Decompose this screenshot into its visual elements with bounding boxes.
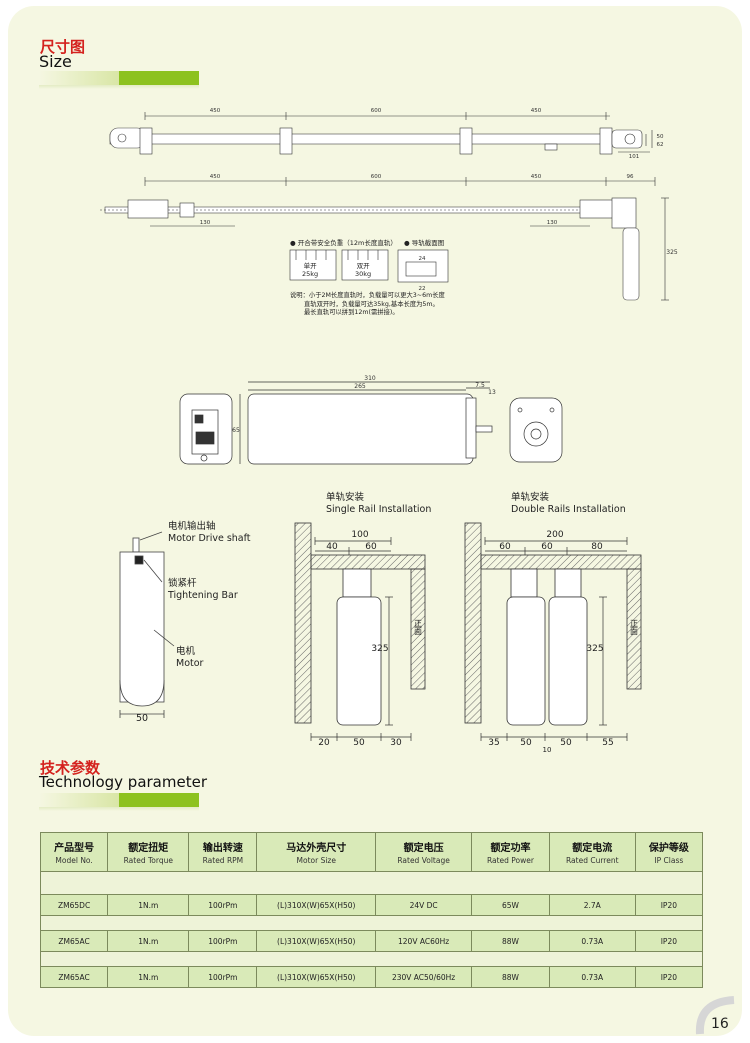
motor-width-dim: 50 xyxy=(136,713,148,724)
top-right-dim-1: 50 xyxy=(657,134,664,140)
tech-title-en: Technology parameter xyxy=(39,773,207,791)
double-height: 325 xyxy=(586,644,603,654)
height-dim: 325 xyxy=(666,249,678,256)
motor-dimension-drawing: 310 265 7.5 13 65 xyxy=(179,375,563,465)
double-bottom-50a: 50 xyxy=(520,738,532,748)
single-dim-40: 40 xyxy=(326,542,338,552)
top-right-dim-2: 62 xyxy=(657,142,664,148)
tech-title-cn: 技术参数 xyxy=(40,759,101,777)
single-wall-label: 正面 xyxy=(414,619,423,636)
rail-diagram: 450 600 450 50 62 101 450 600 450 96 130… xyxy=(100,108,678,301)
double-dim-80: 80 xyxy=(591,542,603,552)
section-dim-2: 22 xyxy=(419,286,426,292)
page-number-swoosh xyxy=(695,996,735,1035)
motor-side-view: 50 xyxy=(119,531,175,724)
top-dim-2: 600 xyxy=(371,108,382,114)
motor-small-2: 13 xyxy=(488,389,496,396)
bottom-dim-1: 450 xyxy=(210,174,221,180)
double-dim-60b: 60 xyxy=(541,542,553,552)
single-bottom-50: 50 xyxy=(353,738,365,748)
note-load: ● 开合带安全负重（12m长度直轨） xyxy=(290,239,397,247)
size-title-en: Size xyxy=(39,52,72,71)
page-number: 16 xyxy=(711,1016,729,1032)
single-bottom-20: 20 xyxy=(318,738,330,748)
bottom-dim-2: 600 xyxy=(371,174,382,180)
bottom-dim-4: 96 xyxy=(627,174,634,180)
size-title-cn: 尺寸图 xyxy=(40,38,86,56)
double-bottom-50b: 50 xyxy=(560,738,572,748)
double-wall-label: 正面 xyxy=(630,619,639,636)
motor-length-total: 310 xyxy=(364,375,376,382)
single-rail-installation: 100 40 60 325 20 50 30 正面 xyxy=(294,522,426,748)
single-dim-100: 100 xyxy=(351,530,368,540)
motor-length-body: 265 xyxy=(354,383,366,390)
explanation: 说明：小于2M长度直轨时，负载量可以更大3~6m长度 直轨双开时，负载量可达35… xyxy=(290,292,445,316)
motor-height: 65 xyxy=(232,427,240,434)
note-section: ● 导轨截面图 xyxy=(404,239,445,247)
top-dim-3: 450 xyxy=(531,108,542,114)
single-height: 325 xyxy=(371,644,388,654)
single-dim-60: 60 xyxy=(365,542,377,552)
top-dim-1: 450 xyxy=(210,108,221,114)
double-bottom-35: 35 xyxy=(488,738,499,748)
single-bottom-30: 30 xyxy=(390,738,402,748)
motor-small-1: 7.5 xyxy=(475,382,485,389)
double-bottom-55: 55 xyxy=(602,738,613,748)
double-rail-installation: 200 60 60 80 325 35 50 50 55 10 正面 xyxy=(464,522,642,754)
top-right-dim-3: 101 xyxy=(629,154,640,160)
small-dim-2: 130 xyxy=(547,220,558,226)
double-sub-dim: 10 xyxy=(543,746,552,754)
small-dim-1: 130 xyxy=(200,220,211,226)
double-dim-200: 200 xyxy=(546,530,563,540)
bottom-dim-3: 450 xyxy=(531,174,542,180)
double-dim-60a: 60 xyxy=(499,542,511,552)
section-dim-1: 24 xyxy=(419,256,426,262)
